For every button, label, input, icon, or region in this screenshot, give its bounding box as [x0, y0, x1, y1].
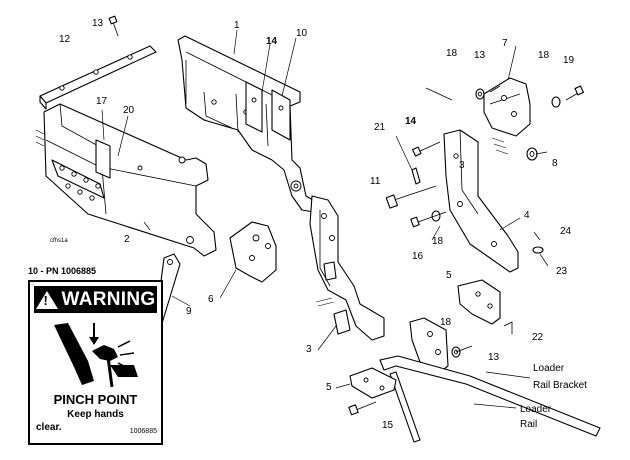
- leader-17: [101, 109, 105, 141]
- warning-triangle-icon: !: [35, 290, 58, 309]
- part-13-bolt-top: [108, 15, 119, 37]
- callout-2: 2: [124, 234, 130, 245]
- callout-13-right: 13: [474, 50, 486, 61]
- callout-18-d: 18: [440, 317, 452, 328]
- callout-10: 10: [296, 28, 308, 39]
- callout-17: 17: [96, 96, 108, 107]
- part-7-upper-bracket: [483, 77, 531, 155]
- callout-24: 24: [560, 226, 572, 237]
- callout-22: 22: [532, 332, 544, 343]
- callout-1: 1: [234, 20, 240, 31]
- callout-14: 14: [266, 36, 278, 47]
- callout-13-lower: 13: [488, 352, 500, 363]
- callout-23: 23: [556, 266, 568, 277]
- callout-8: 8: [552, 158, 558, 169]
- loader-rail-bracket-label-line2: Rail Bracket: [533, 380, 587, 391]
- callout-3: 3: [306, 344, 312, 355]
- callout-11: 11: [370, 176, 381, 187]
- hardware-washers-nuts: [431, 88, 561, 358]
- loader-rail-bracket-label-line1: Loader: [533, 363, 565, 374]
- part-4-right-bracket: [443, 129, 521, 273]
- callout-18-a: 18: [446, 48, 458, 59]
- callout-16: 16: [412, 251, 424, 262]
- part-5-flat-bar-lower: [335, 367, 397, 399]
- callout-3-right: 3: [459, 160, 465, 171]
- part-6-bracket-plate: [219, 221, 277, 299]
- callout-19: 19: [563, 55, 575, 66]
- callout-18-c: 18: [432, 236, 444, 247]
- part-5-small-bracket: [457, 279, 501, 325]
- callout-15: 15: [382, 420, 394, 431]
- callout-21: 21: [374, 122, 386, 133]
- callout-6: 6: [208, 294, 214, 305]
- callout-9: 9: [186, 306, 192, 317]
- loader-rail: [379, 355, 601, 443]
- callout-5: 5: [446, 270, 452, 281]
- callout-12: 12: [59, 34, 71, 45]
- part-22-clip: [503, 321, 513, 334]
- part-12-flat-bar: [39, 45, 157, 110]
- callout-14-right: 14: [405, 116, 417, 127]
- decal-part-number-caption: 10 - PN 1006885: [28, 266, 97, 276]
- loader-rail-label-line2: Rail: [520, 419, 537, 430]
- callout-4: 4: [524, 210, 530, 221]
- part-21-pin: [395, 135, 421, 185]
- callout-leader-lines: [143, 29, 549, 267]
- warning-decal: ! WARNING PINCH POINT Keep hands clear. …: [28, 280, 163, 445]
- decal-header: ! WARNING: [34, 286, 157, 313]
- decal-part-number: 1006885: [129, 428, 157, 435]
- callout-7: 7: [502, 38, 508, 49]
- loader-rail-label-line1: Loader: [520, 404, 552, 415]
- callout-13-top: 13: [92, 18, 104, 29]
- decal-text-line1: Keep hands: [67, 409, 124, 420]
- hardware-bolts-right: [348, 85, 584, 416]
- decal-header-text: WARNING: [61, 288, 156, 310]
- leader-20: [117, 115, 129, 157]
- callout-5-lower: 5: [326, 382, 332, 393]
- part-2-lower-plate: [35, 103, 217, 257]
- callout-18-b: 18: [538, 50, 550, 61]
- part-14-10-plate-hardware: [245, 37, 297, 141]
- part-3-center-bracket: [309, 195, 385, 351]
- callout-numbers: 1 2 3 3 4 5 5 6 7 8 9 10 11 12 13 13 13 …: [59, 18, 575, 431]
- decal-title: PINCH POINT: [53, 392, 138, 407]
- pinch-point-hand-icon: [54, 323, 138, 387]
- callout-20: 20: [123, 105, 135, 116]
- decal-text-line2: clear.: [36, 422, 62, 433]
- drawing-id: cfhs1a: [50, 238, 68, 244]
